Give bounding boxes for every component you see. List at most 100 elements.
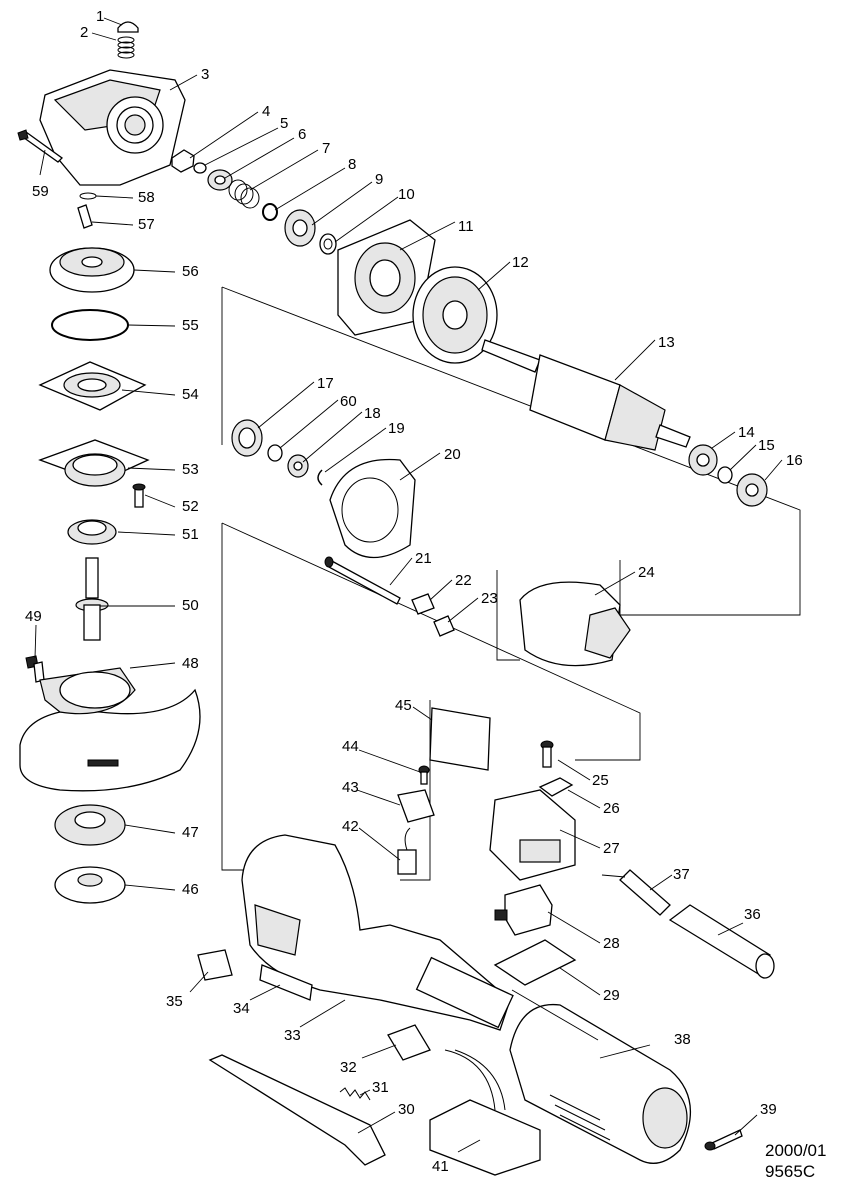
part-number-44: 44: [342, 738, 359, 755]
part-number-27: 27: [603, 840, 620, 857]
part-31-spring: [339, 1087, 371, 1101]
part-number-14: 14: [738, 424, 755, 441]
part-number-26: 26: [603, 800, 620, 817]
part-number-29: 29: [603, 987, 620, 1004]
part-43-brush-holder: [397, 789, 435, 823]
part-number-9: 9: [375, 171, 384, 188]
part-46-lock-nut: [54, 866, 126, 904]
part-10-washer: [319, 233, 337, 255]
part-number-46: 46: [182, 881, 199, 898]
part-22-clip: [411, 593, 435, 615]
part-28-switch: [494, 884, 553, 936]
part-number-59: 59: [32, 183, 49, 200]
part-56-bevel-gear: [49, 247, 135, 293]
part-20-baffle-plate: [329, 458, 416, 558]
part-26-holder: [538, 777, 574, 797]
part-54-bearing-box: [38, 361, 147, 411]
part-number-37: 37: [673, 866, 690, 883]
part-21-screw: [324, 556, 401, 605]
part-number-10: 10: [398, 186, 415, 203]
part-34-label: [259, 964, 313, 1001]
part-number-57: 57: [138, 216, 155, 233]
part-number-6: 6: [298, 126, 307, 143]
part-number-42: 42: [342, 818, 359, 835]
part-19-retaining-ring: [317, 469, 323, 486]
part-number-24: 24: [638, 564, 655, 581]
part-number-22: 22: [455, 572, 472, 589]
part-32-holder: [387, 1024, 431, 1061]
part-45-label: [429, 707, 491, 771]
part-number-12: 12: [512, 254, 529, 271]
part-3-gear-housing: [39, 69, 186, 186]
part-number-58: 58: [138, 189, 155, 206]
part-4-nut: [171, 149, 195, 173]
part-5-washer: [193, 162, 207, 174]
part-13-armature: [481, 339, 691, 451]
part-number-13: 13: [658, 334, 675, 351]
model-number: 9565C: [765, 1162, 816, 1181]
part-number-30: 30: [398, 1101, 415, 1118]
part-number-55: 55: [182, 317, 199, 334]
part-17-insulation-washer: [231, 419, 263, 457]
part-number-49: 49: [25, 608, 42, 625]
part-11-bearing-box: [337, 219, 436, 336]
part-number-43: 43: [342, 779, 359, 796]
part-number-19: 19: [388, 420, 405, 437]
part-12-fan: [412, 266, 498, 364]
part-24-field: [519, 581, 631, 667]
part-number-17: 17: [317, 375, 334, 392]
part-14-bearing: [688, 444, 718, 476]
part-16-bearing: [736, 473, 768, 507]
part-number-48: 48: [182, 655, 199, 672]
part-number-53: 53: [182, 461, 199, 478]
part-number-38: 38: [674, 1031, 691, 1048]
part-47-inner-flange: [54, 804, 126, 846]
part-7-spring: [228, 179, 260, 209]
part-number-54: 54: [182, 386, 199, 403]
part-number-41: 41: [432, 1158, 449, 1175]
part-9-bearing: [284, 209, 316, 247]
part-number-56: 56: [182, 263, 199, 280]
part-57-pin: [77, 204, 93, 229]
part-50-spindle: [75, 557, 109, 641]
part-number-28: 28: [603, 935, 620, 952]
part-number-45: 45: [395, 697, 412, 714]
part-1-cap: [117, 21, 139, 33]
part-44-screw: [418, 765, 430, 785]
part-number-18: 18: [364, 405, 381, 422]
part-27-controller: [489, 789, 576, 881]
part-number-8: 8: [348, 156, 357, 173]
part-number-51: 51: [182, 526, 199, 543]
part-25-screw: [540, 740, 554, 768]
part-18-bearing: [287, 454, 309, 478]
part-number-31: 31: [372, 1079, 389, 1096]
part-51-bearing: [67, 519, 117, 545]
part-58-ring: [79, 192, 97, 200]
part-number-3: 3: [201, 66, 210, 83]
part-number-50: 50: [182, 597, 199, 614]
part-38-rear-cover: [509, 1003, 692, 1164]
part-number-2: 2: [80, 24, 89, 41]
part-33-motor-housing: [241, 834, 514, 1031]
part-number-32: 32: [340, 1059, 357, 1076]
part-15-washer: [717, 466, 733, 484]
part-number-15: 15: [758, 437, 775, 454]
part-29-plate: [493, 939, 577, 986]
part-number-39: 39: [760, 1101, 777, 1118]
part-number-23: 23: [481, 590, 498, 607]
part-8-retaining-ring: [262, 203, 278, 221]
part-52-screw: [132, 483, 146, 508]
part-49-screw: [25, 655, 45, 683]
revision-date: 2000/01: [765, 1141, 827, 1160]
assembly-outline-lines: [221, 286, 801, 881]
leader-lines: [34, 17, 783, 1153]
part-39-screw: [704, 1129, 743, 1151]
part-number-16: 16: [786, 452, 803, 469]
part-48-wheel-guard: [19, 667, 201, 792]
part-number-33: 33: [284, 1027, 301, 1044]
part-number-35: 35: [166, 993, 183, 1010]
part-2-spring: [117, 36, 135, 59]
part-42-carbon-brush: [397, 827, 417, 875]
part-number-47: 47: [182, 824, 199, 841]
